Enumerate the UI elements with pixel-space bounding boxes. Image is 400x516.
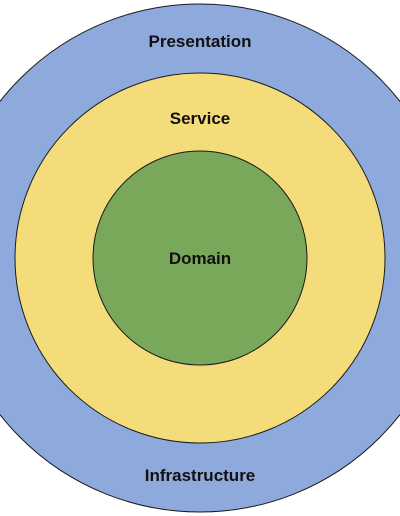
presentation-label: Presentation bbox=[149, 32, 252, 51]
service-label: Service bbox=[170, 109, 231, 128]
domain-label: Domain bbox=[169, 249, 231, 268]
infrastructure-label: Infrastructure bbox=[145, 466, 256, 485]
domain-ring bbox=[92, 150, 308, 366]
